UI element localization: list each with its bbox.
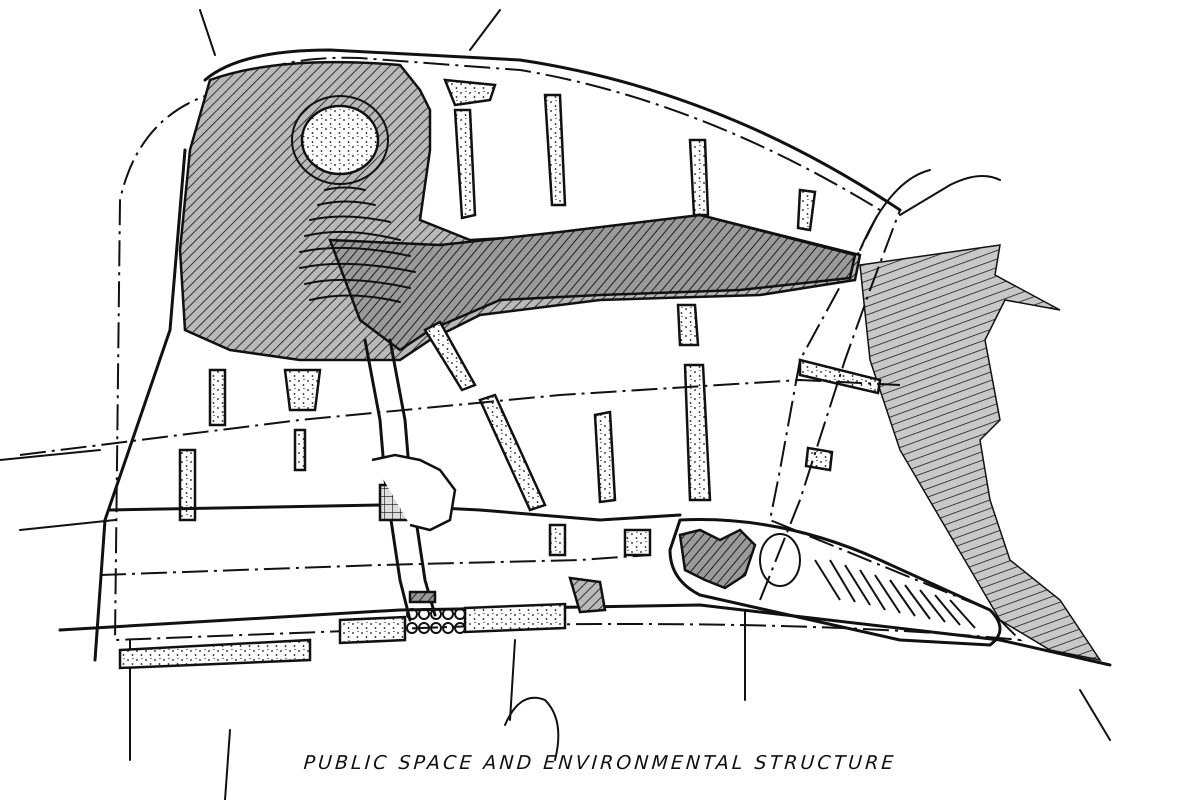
civic-block-hatch	[408, 590, 437, 604]
diagonal-avenue	[759, 209, 901, 601]
street-south-2	[99, 554, 651, 576]
east-median-1	[676, 303, 700, 347]
south-median-long	[118, 638, 312, 670]
west-median-3	[178, 448, 197, 522]
diagonal-median-3	[593, 410, 617, 504]
round-lawn	[759, 533, 801, 587]
north-median-5	[796, 188, 817, 232]
connector-roads	[0, 9, 1111, 800]
south-median-east	[463, 602, 567, 634]
round-plaza	[300, 104, 380, 176]
perimeter-road	[58, 48, 1112, 667]
parking-stripes	[814, 559, 976, 629]
ravine-green-corridor	[328, 213, 857, 352]
southeast-grove	[678, 528, 757, 590]
west-median-1	[208, 368, 227, 427]
north-median-3	[543, 93, 567, 207]
diagonal-median-1	[423, 320, 477, 392]
plaza-corner-green	[568, 576, 607, 614]
terraced-steps	[299, 186, 416, 303]
figure-caption: PUBLIC SPACE AND ENVIRONMENTAL STRUCTURE	[302, 752, 898, 774]
southeast-park-loop	[668, 518, 1002, 647]
west-median-4	[293, 428, 307, 472]
site-boundary	[113, 56, 1023, 642]
diagonal-median-2	[478, 393, 547, 512]
tree-grid-plaza	[406, 608, 466, 634]
civic-building	[371, 453, 457, 532]
main-street-north	[19, 378, 901, 456]
small-square-2	[548, 523, 567, 557]
waterfront-slope	[859, 244, 1102, 662]
round-plaza-ring	[291, 95, 389, 185]
west-median-2	[283, 368, 322, 412]
north-median-2	[453, 108, 477, 220]
north-median-4	[688, 138, 710, 217]
north-median-1	[443, 78, 497, 107]
main-street-south	[108, 503, 682, 522]
south-median-mid	[338, 615, 407, 645]
cul-de-sac	[504, 696, 560, 761]
wooded-park	[178, 60, 862, 362]
east-median-2	[683, 363, 712, 502]
small-square-1	[623, 528, 652, 557]
square-garden	[804, 446, 834, 472]
